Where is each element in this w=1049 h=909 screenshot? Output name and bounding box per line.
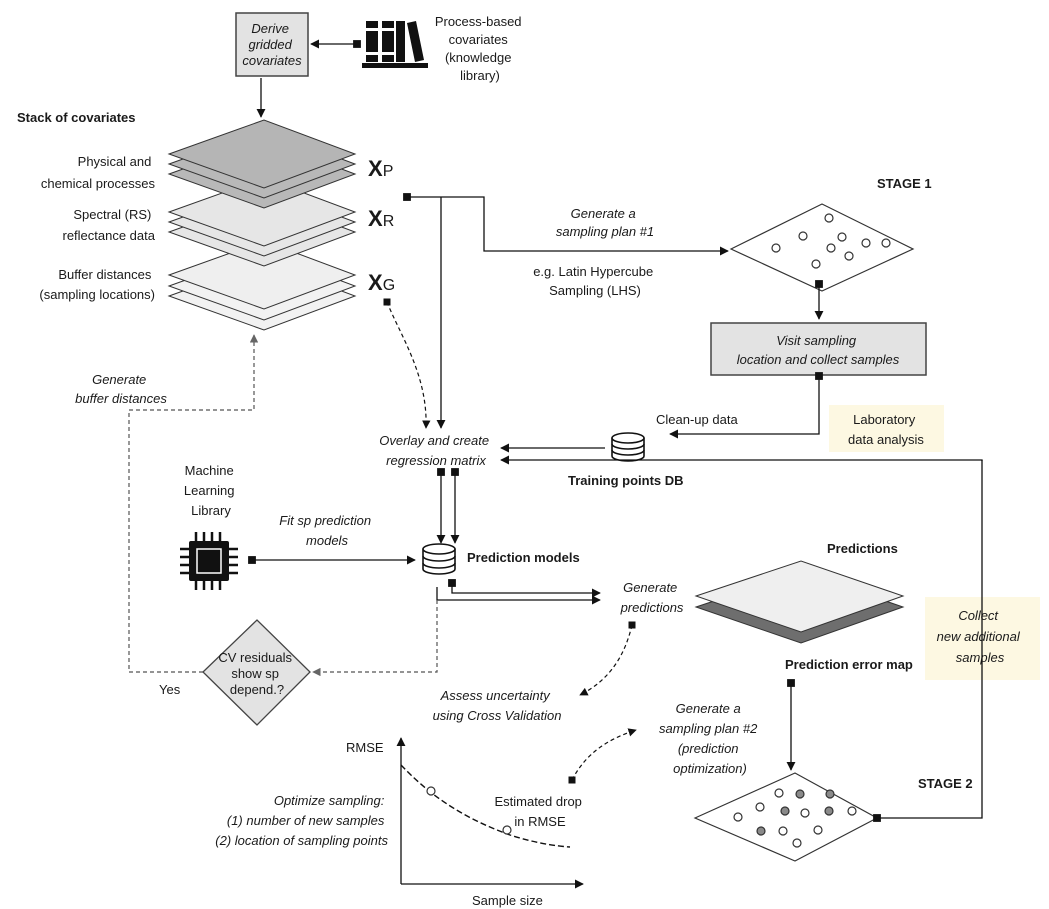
derive-label: Derive gridded covariates — [242, 21, 302, 68]
rmse-point-2 — [502, 825, 512, 835]
sampling-points-stage2 — [733, 788, 857, 848]
spectral-label: Spectral (RS) reflectance data — [62, 207, 155, 243]
arrow-models-to-predictions — [448, 579, 601, 598]
visit-sampling-box — [710, 322, 927, 376]
xg-label: XG — [368, 270, 395, 295]
sampling-plan2-area — [693, 772, 879, 862]
estimated-drop-label: Estimated drop in RMSE — [494, 794, 585, 829]
books-icon — [362, 21, 428, 68]
predictions-title: Predictions — [827, 541, 898, 556]
sampling-plan1-area — [729, 203, 915, 292]
arrow-models-to-cv — [312, 600, 438, 677]
rmse-label: RMSE — [346, 740, 384, 755]
arrow-rmse-to-plan2 — [568, 728, 637, 784]
physical-label: Physical and chemical processes — [41, 154, 156, 191]
clean-up-label: Clean-up data — [656, 412, 738, 427]
stage1-label: STAGE 1 — [877, 176, 932, 191]
xr-label: XR — [368, 206, 394, 231]
collect-new-label: Collect new additional samples — [937, 608, 1024, 665]
chip-icon — [180, 532, 238, 590]
assess-label: Assess uncertainty using Cross Validatio… — [433, 688, 562, 723]
database-icon — [422, 543, 456, 575]
process-based-label: Process-based covariates (knowledge libr… — [435, 14, 525, 83]
sampling-points-stage1 — [771, 213, 891, 269]
cv-residuals-decision — [202, 619, 311, 726]
arrow-return-to-overlay — [500, 455, 983, 465]
arrow-predictions-to-assess — [579, 621, 636, 696]
rmse-point-1 — [426, 786, 436, 796]
prediction-layer — [694, 560, 905, 633]
generate-predictions-label: Generate predictions — [620, 580, 684, 615]
generate-buffer-label: Generate buffer distances — [75, 372, 167, 406]
arrow-visit-to-db — [669, 372, 823, 439]
generate-plan1-label: Generate a sampling plan #1 — [556, 206, 654, 239]
covariate-stack — [167, 119, 357, 331]
yes-label: Yes — [159, 682, 181, 697]
overlay-label: Overlay and create regression matrix — [379, 433, 492, 468]
optimize-label: Optimize sampling: (1) number of new sam… — [215, 793, 388, 848]
sample-size-label: Sample size — [472, 893, 543, 908]
buffer-label: Buffer distances (sampling locations) — [39, 267, 155, 302]
fit-models-label: Fit sp prediction models — [279, 513, 374, 548]
lab-analysis-label: Laboratory data analysis — [848, 412, 924, 447]
stage2-label: STAGE 2 — [918, 776, 973, 791]
rmse-curve — [400, 764, 571, 848]
prediction-error-map-label: Prediction error map — [785, 657, 913, 672]
arrow-stack-to-plan1 — [403, 193, 729, 256]
generate-plan2-label: Generate a sampling plan #2 (prediction … — [659, 701, 761, 776]
prediction-models-label: Prediction models — [467, 550, 580, 565]
training-db-label: Training points DB — [568, 473, 684, 488]
derive-covariates-box — [235, 12, 309, 77]
lhs-label: e.g. Latin Hypercube Sampling (LHS) — [533, 264, 657, 298]
lab-analysis-note — [829, 405, 944, 452]
stack-title: Stack of covariates — [17, 110, 136, 125]
line-plan2-to-db — [873, 460, 983, 822]
arrow-xg-to-overlay — [383, 298, 431, 429]
visit-label: Visit sampling location and collect samp… — [737, 333, 900, 367]
database-icon — [611, 432, 645, 462]
cv-residuals-label: CV residuals show sp depend.? — [218, 650, 295, 697]
arrow-loop-to-stack — [128, 334, 259, 673]
ml-library-label: Machine Learning Library — [184, 463, 238, 518]
xp-label: XP — [368, 156, 393, 181]
